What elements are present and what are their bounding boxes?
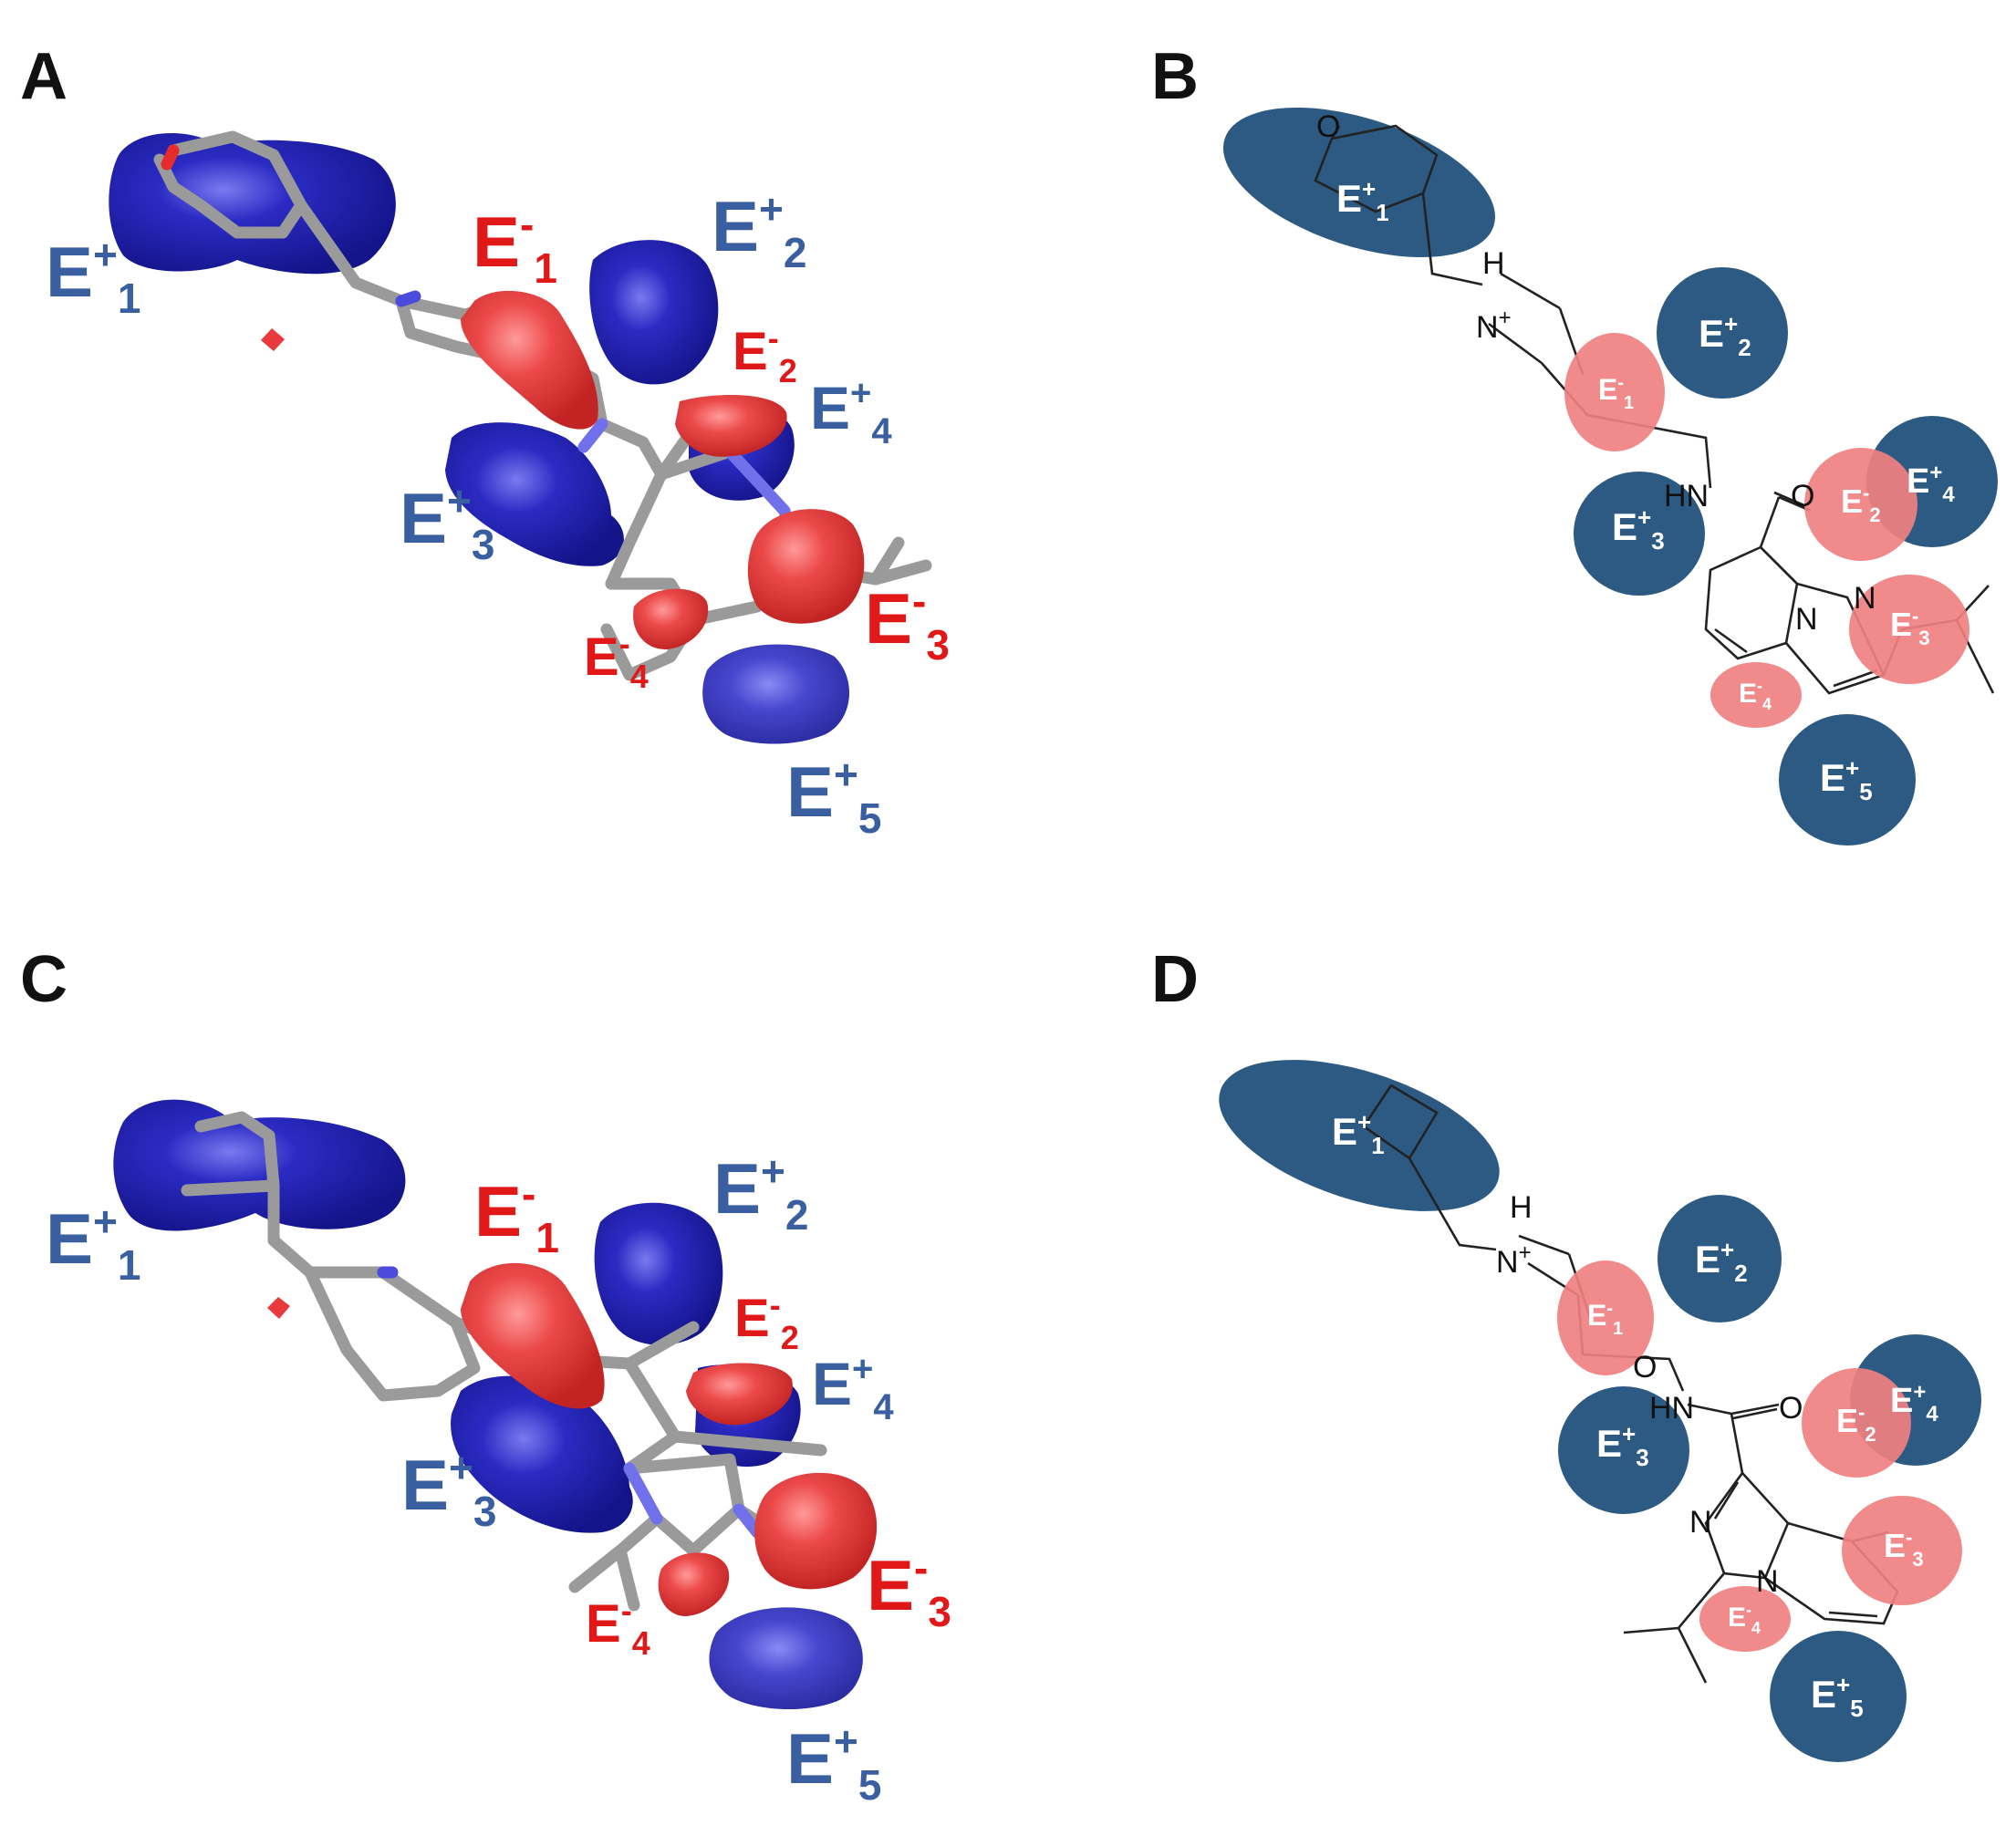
panel-d-atom-o2: O [1779, 1391, 1803, 1426]
panel-b-label-e-minus-3: E-3 [1890, 605, 1930, 649]
panel-b-atom-n-plus: N+ [1476, 306, 1512, 345]
panel-b-atom-h: H [1482, 246, 1505, 281]
panel-d-atom-h: H [1510, 1190, 1533, 1225]
panel-d-region-e-plus-3 [1558, 1386, 1689, 1514]
panel-b-label-e-plus-3: E+3 [1612, 503, 1665, 555]
panel-b-label-e-plus-1: E+1 [1336, 175, 1389, 226]
panel-c-negative-region-e3 [754, 1472, 878, 1590]
panel-c-label-e-plus-3: E+3 [401, 1444, 497, 1535]
panel-a-label-e-plus-5: E+5 [786, 751, 882, 842]
panel-d-atom-hn: HN [1649, 1391, 1694, 1426]
panel-c-negative-region-e1 [461, 1262, 605, 1409]
panel-d-region-e-plus-5 [1770, 1631, 1907, 1762]
panel-a-label-e-minus-2: E-2 [733, 319, 797, 389]
panel-a: A E+1 E-1 E+2 E- [20, 40, 950, 842]
panel-d-region-e-plus-1 [1219, 1060, 1500, 1211]
panel-b-label-e-plus-4: E+4 [1907, 461, 1955, 507]
panel-c-positive-region-e2 [594, 1202, 723, 1345]
panel-a-positive-region-e3 [445, 422, 624, 566]
panel-d-region-e-minus-2 [1802, 1368, 1911, 1478]
panel-a-label-e-plus-2: E+2 [712, 185, 807, 276]
panel-a-label-e-minus-1: E-1 [473, 201, 557, 292]
panel-d-label-e-minus-3: E-3 [1884, 1526, 1924, 1571]
panel-d-label-e-plus-2: E+2 [1695, 1236, 1748, 1287]
panel-a-negative-region-e3 [747, 509, 865, 624]
panel-d-region-e-minus-4 [1699, 1586, 1791, 1652]
panel-c-negative-region-e4 [658, 1552, 730, 1616]
panel-d-region-e-plus-2 [1657, 1195, 1782, 1323]
panel-d-label-e-minus-1: E-1 [1587, 1299, 1623, 1339]
panel-b-label-e-minus-2: E-2 [1841, 482, 1881, 526]
panel-d-region-e-minus-1 [1557, 1260, 1654, 1375]
panel-b-atom-n1: N [1795, 602, 1818, 637]
panel-c-label-e-minus-3: E-3 [867, 1544, 951, 1635]
panel-d-label-e-plus-4: E+4 [1890, 1380, 1938, 1426]
panel-c-negative-region-e2 [686, 1363, 793, 1426]
panel-b-region-e-minus-4 [1710, 662, 1802, 728]
panel-b-atom-hn: HN [1664, 479, 1709, 513]
panel-b-region-e-minus-1 [1564, 333, 1665, 451]
panel-a-label-e-plus-4: E+4 [810, 373, 892, 451]
panel-b-label-e-minus-4: E-4 [1739, 677, 1772, 713]
panel-a-label-e-plus-3: E+3 [400, 477, 495, 568]
panel-a-negative-region-e2 [675, 394, 787, 457]
panel-b-label-e-plus-5: E+5 [1820, 754, 1873, 805]
panel-b-region-e-minus-2 [1804, 448, 1917, 561]
panel-c-label-e-minus-4: E-4 [586, 1592, 650, 1662]
panel-d-atom-n1: N [1689, 1505, 1712, 1540]
panel-a-label-e-minus-4: E-4 [584, 625, 649, 695]
panel-d-label-e-plus-1: E+1 [1332, 1108, 1385, 1159]
panel-c-negative-region-dot [267, 1297, 290, 1319]
panel-c-label-e-plus-4: E+4 [812, 1349, 894, 1427]
panel-d-label-e-plus-5: E+5 [1811, 1671, 1864, 1722]
panel-c: C E+1 E-1 E+2 E-2 E+4 E+3 [20, 943, 951, 1809]
panel-b-label-e-plus-2: E+2 [1699, 310, 1751, 361]
panel-a-letter: A [20, 40, 68, 113]
panel-d-atom-n-plus: N+ [1496, 1240, 1532, 1280]
panel-b-region-e-minus-3 [1849, 575, 1969, 684]
panel-c-label-e-plus-1: E+1 [46, 1198, 141, 1289]
panel-d: D H N+ O HN [1151, 943, 1981, 1762]
panel-a-positive-region-e2 [589, 240, 719, 385]
panel-d-label-e-plus-3: E+3 [1596, 1420, 1649, 1471]
panel-a-positive-region-e5 [702, 644, 850, 744]
panel-d-label-e-minus-4: E-4 [1728, 1601, 1761, 1637]
panel-b-region-e-plus-2 [1657, 267, 1788, 399]
panel-c-label-e-minus-2: E-2 [734, 1286, 799, 1356]
panel-c-positive-region-e3 [451, 1375, 633, 1533]
panel-c-positive-region-e5 [709, 1607, 863, 1710]
panel-a-negative-region-dot [261, 328, 285, 351]
panel-d-letter: D [1151, 943, 1199, 1016]
panel-a-negative-region-e4 [633, 588, 709, 649]
panel-b-label-e-minus-1: E-1 [1598, 373, 1634, 413]
panel-b-atom-o2: O [1791, 479, 1814, 513]
panel-b-letter: B [1151, 40, 1199, 113]
panel-c-letter: C [20, 943, 68, 1016]
panel-b-region-e-plus-5 [1779, 714, 1916, 845]
panel-c-label-e-plus-2: E+2 [713, 1147, 809, 1239]
panel-c-positive-region-e1 [113, 1099, 406, 1231]
panel-a-label-e-minus-3: E-3 [865, 577, 950, 669]
panel-d-atom-n2: N [1756, 1564, 1779, 1599]
panel-b-atom-n2: N [1854, 581, 1876, 616]
panel-d-region-e-minus-3 [1842, 1496, 1962, 1605]
panel-a-positive-region-e1 [109, 133, 396, 275]
panel-b: B [1151, 40, 1998, 845]
panel-a-label-e-plus-1: E+1 [46, 231, 141, 322]
panel-d-atom-o: O [1633, 1350, 1657, 1385]
panel-b-atom-o: O [1316, 109, 1340, 144]
panel-a-negative-region-e1 [461, 290, 598, 430]
panel-c-label-e-plus-5: E+5 [786, 1717, 882, 1809]
panel-b-region-e-plus-3 [1574, 472, 1705, 596]
panel-c-label-e-minus-1: E-1 [474, 1170, 559, 1261]
panel-d-label-e-minus-2: E-2 [1836, 1401, 1876, 1446]
